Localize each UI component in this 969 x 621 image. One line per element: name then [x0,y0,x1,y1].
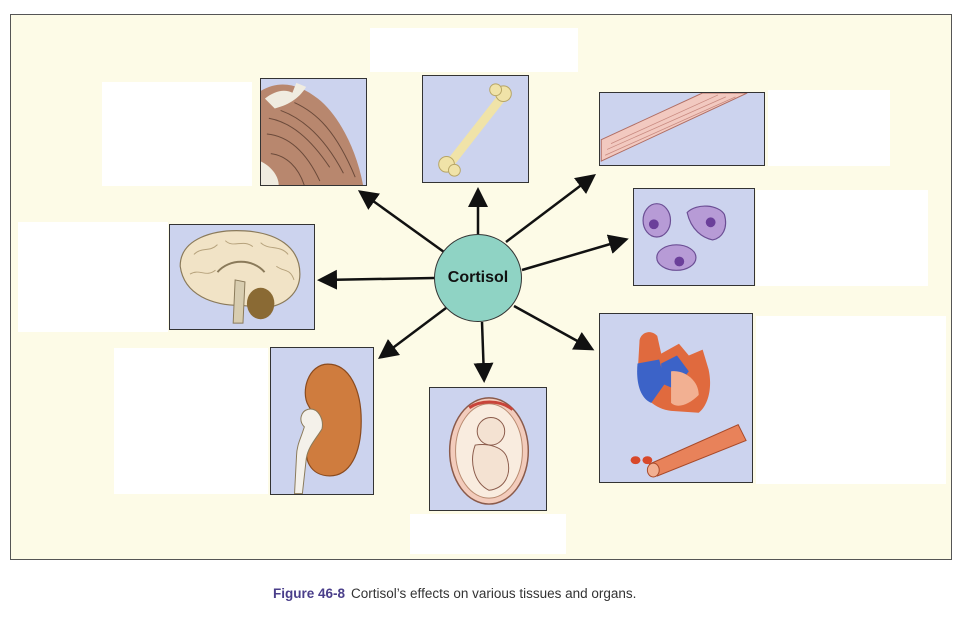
label-box-brain [18,222,168,332]
muscle-fiber-icon [600,93,748,162]
figure-caption: Figure 46-8 Cortisol’s effects on various… [273,586,636,601]
tile-heart-vessel [599,313,753,483]
label-box-cells [756,190,928,286]
tile-cells [633,188,755,286]
heart-icon [630,332,747,478]
bone-icon [438,83,512,177]
tile-kidney [270,347,374,495]
arrow-to-kidney [378,307,447,359]
label-box-fetus [410,514,566,554]
arrow-to-fiber [505,173,596,243]
caption-text: Cortisol’s effects on various tissues an… [351,586,637,601]
brain-icon [179,230,301,324]
arrow-to-cells [521,234,629,272]
label-box-top [370,28,578,72]
arrow-to-muscle [357,190,445,254]
label-box-muscle [102,82,252,186]
cells-icon [642,203,727,271]
arrow-to-fetus [473,321,494,383]
tile-bone [422,75,529,183]
label-box-fiber [768,90,890,166]
tile-brain [169,224,315,330]
arrow-to-heart [513,304,595,351]
hub-label: Cortisol [447,269,509,286]
tile-fetus [429,387,547,511]
skeletal-muscle-icon [261,82,364,185]
arrow-to-brain [317,269,435,290]
tile-muscle-fiber [599,92,765,166]
kidney-icon [294,363,362,494]
tile-muscle [260,78,367,186]
caption-figure-number: Figure 46-8 [273,586,346,601]
cortisol-hub: Cortisol [434,234,522,322]
fetus-icon [448,397,530,505]
label-box-heart [756,316,946,484]
label-box-kidney [114,348,268,494]
